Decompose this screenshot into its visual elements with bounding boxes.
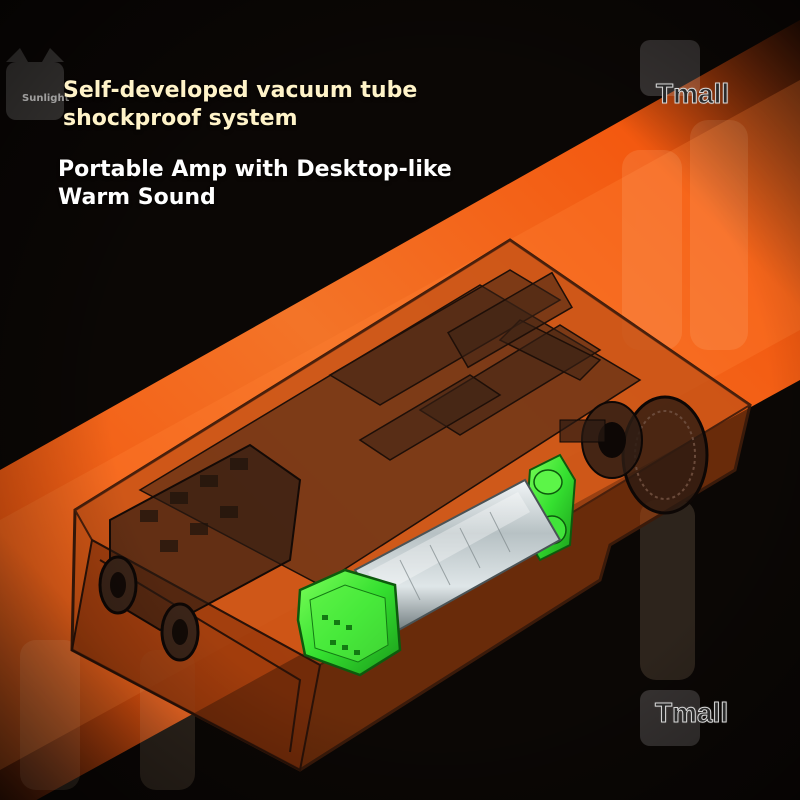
brand-mark: Sunlight (22, 93, 70, 104)
headline-primary: Self-developed vacuum tube shockproof sy… (63, 78, 418, 131)
headline-secondary: Portable Amp with Desktop-like Warm Soun… (58, 157, 452, 210)
watermark-bottom: Tmall (654, 697, 729, 729)
watermark-top: Tmall (655, 78, 730, 110)
